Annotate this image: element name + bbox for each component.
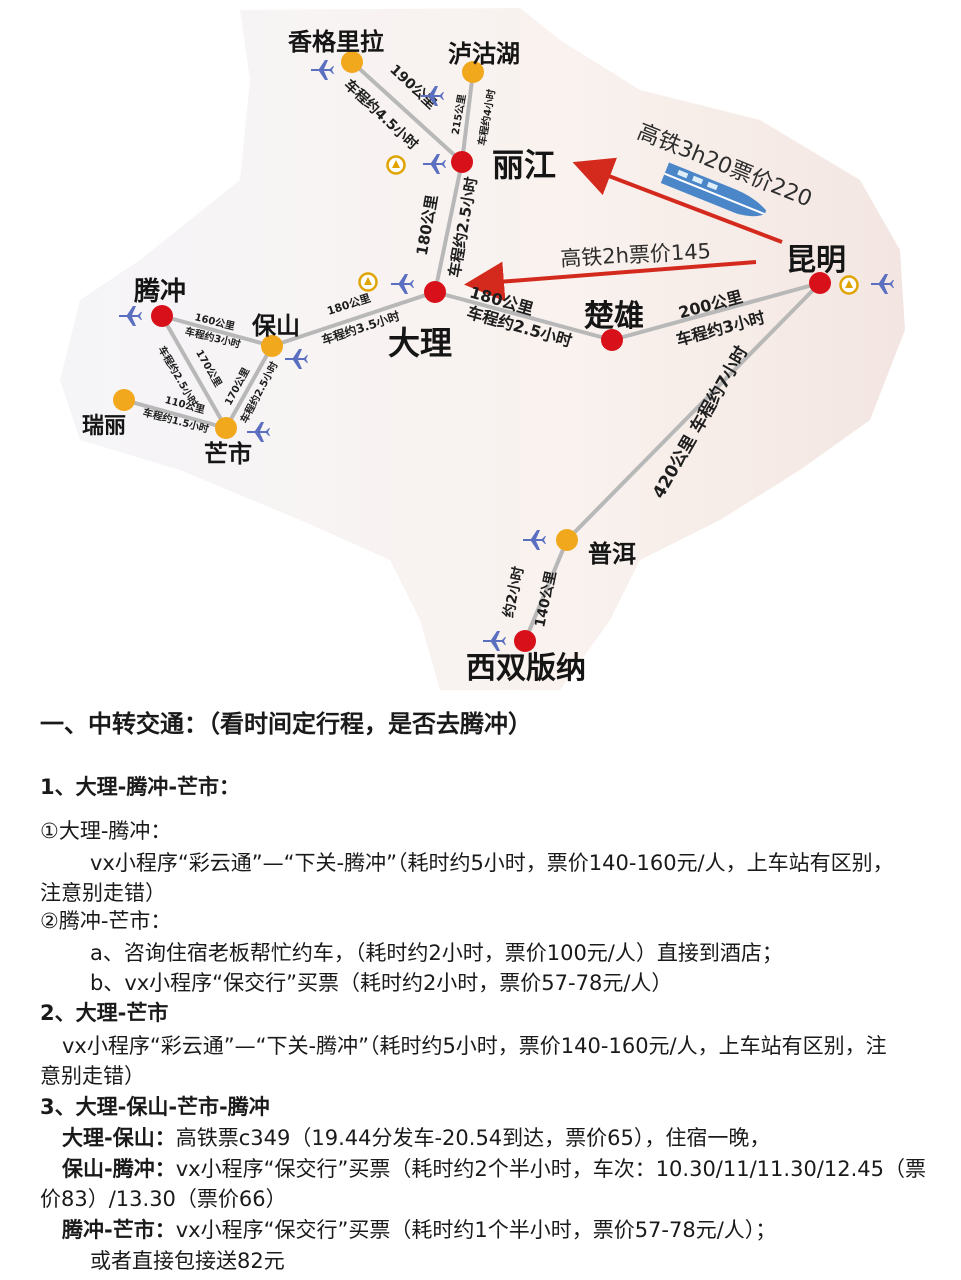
city-dot-dali [424, 281, 446, 303]
rail-kunming-lijiang [572, 157, 783, 244]
city-dot-kunming [809, 272, 831, 294]
route-1-step-1-detail: vx小程序“彩云通”—“下关-腾冲”（耗时约5小时，票价140-160元/人，上… [90, 851, 894, 875]
road-kunming-puer [565, 281, 822, 542]
city-dot-puer [556, 529, 578, 551]
route-1-title: 1、大理-腾冲-芒市： [40, 775, 241, 799]
route-2-detail-cont: 意别走错） [40, 1064, 145, 1088]
city-dot-lijiang [451, 151, 473, 173]
route-2-detail: vx小程序“彩云通”—“下关-腾冲”（耗时约5小时，票价140-160元/人，上… [62, 1034, 887, 1058]
route-3-leg-2-label: 保山-腾冲： [62, 1157, 176, 1181]
route-map: 高铁3h20票价220 高铁2h票价145 190公里 车程约4.5小时 215… [60, 8, 905, 690]
rail-lines [464, 157, 783, 302]
city-name-puer: 普洱 [588, 540, 636, 568]
road-chuxiong-kunming [611, 281, 821, 342]
road-lugu-lijiang [460, 71, 475, 163]
route-1-step-1: ①大理-腾冲： [40, 819, 172, 843]
city-name-lugu: 泸沽湖 [448, 40, 520, 68]
city-dot-xianggelila [341, 51, 363, 73]
city-name-baoshan: 保山 [251, 312, 300, 340]
route-3-leg-3-label: 腾冲-芒市： [62, 1218, 176, 1242]
route-3-title: 3、大理-保山-芒市-腾冲 [40, 1095, 270, 1119]
road-lijiang-dali [433, 161, 464, 293]
city-dot-lugu [462, 61, 484, 83]
route-3-leg-1-text: 高铁票c349（19.44分发车-20.54到达，票价65），住宿一晚， [175, 1126, 771, 1150]
road-baoshan-dali [271, 290, 436, 348]
route-1-option-b: b、vx小程序“保交行”买票（耗时约2小时，票价57-78元/人） [90, 971, 673, 995]
city-names: 香格里拉 泸沽湖 丽江 昆明 楚雄 大理 腾冲 保山 瑞丽 芒市 普洱 西双版纳 [82, 28, 846, 686]
city-name-kunming: 昆明 [786, 243, 846, 278]
road-xgll-lijiang [350, 60, 464, 164]
road-baoshan-mangshi [224, 345, 274, 429]
route-1-step-1-detail-cont: 注意别走错） [40, 881, 166, 905]
city-name-tengchong: 腾冲 [134, 277, 186, 307]
route-3-leg-1-label: 大理-保山： [62, 1126, 176, 1150]
route-1-step-2: ②腾冲-芒市： [40, 909, 172, 933]
rail-kunming-dali [464, 260, 757, 302]
city-name-dali: 大理 [388, 324, 452, 362]
city-dot-tengchong [151, 305, 173, 327]
section-heading: 一、中转交通：（看时间定行程，是否去腾冲） [40, 710, 532, 738]
route-3-leg-3-text: vx小程序“保交行”买票（耗时约1个半小时，票价57-78元/人）； [175, 1218, 777, 1242]
city-name-xianggelila: 香格里拉 [288, 28, 384, 56]
route-3-leg-2: 保山-腾冲：vx小程序“保交行”买票（耗时约2个半小时，车次：10.30/11/… [62, 1154, 926, 1184]
city-dot-baoshan [261, 335, 283, 357]
city-dot-ruili [113, 389, 135, 411]
city-name-banna: 西双版纳 [466, 651, 586, 686]
city-dot-banna [514, 630, 536, 652]
city-name-chuxiong: 楚雄 [584, 299, 644, 334]
train-icon [660, 162, 767, 217]
city-name-ruili: 瑞丽 [82, 414, 126, 439]
road-puer-banna [523, 539, 569, 642]
route-3-leg-3: 腾冲-芒市：vx小程序“保交行”买票（耗时约1个半小时，票价57-78元/人）； [62, 1215, 776, 1245]
route-3-leg-2-text: vx小程序“保交行”买票（耗时约2个半小时，车次：10.30/11/11.30/… [175, 1157, 926, 1181]
city-dot-chuxiong [601, 329, 623, 351]
route-1-option-a: a、咨询住宿老板帮忙约车，（耗时约2小时，票价100元/人）直接到酒店； [90, 941, 783, 965]
road-tengchong-baoshan [161, 314, 273, 348]
city-name-mangshi: 芒市 [204, 440, 252, 468]
route-3-leg-1: 大理-保山：高铁票c349（19.44分发车-20.54到达，票价65），住宿一… [62, 1123, 770, 1153]
city-dots [113, 51, 831, 652]
road-ruili-mangshi [123, 398, 227, 430]
city-dot-mangshi [215, 417, 237, 439]
route-3-leg-2-cont: 价83）/13.30（票价66） [40, 1187, 287, 1211]
route-3-leg-3-cont: 或者直接包接送82元 [90, 1249, 285, 1273]
city-name-lijiang: 丽江 [492, 146, 556, 184]
route-2-title: 2、大理-芒市 [40, 1001, 169, 1025]
road-tengchong-mangshi [160, 315, 228, 429]
